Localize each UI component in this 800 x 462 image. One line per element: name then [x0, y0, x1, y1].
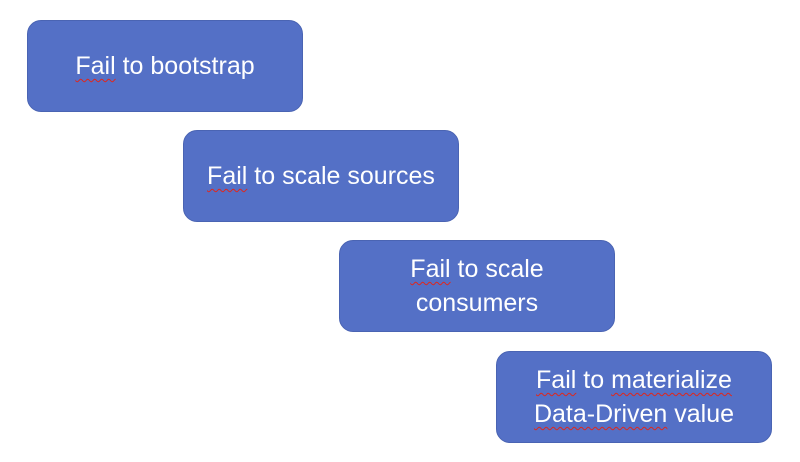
- step-label-line: Fail to scale: [410, 252, 543, 286]
- step-label: Fail to materialize Data-Driven value: [534, 363, 734, 431]
- step-label-line: consumers: [410, 286, 543, 320]
- step-label: Fail to bootstrap: [75, 49, 254, 83]
- step-label: Fail to scale consumers: [410, 252, 543, 320]
- step-text: to scale: [450, 255, 544, 283]
- step-label-line: Data-Driven value: [534, 397, 734, 431]
- spellcheck-word: materialize: [611, 366, 732, 394]
- step-box-materialize-value: Fail to materialize Data-Driven value: [496, 351, 772, 443]
- step-text: value: [667, 400, 735, 428]
- step-label-line: Fail to bootstrap: [75, 49, 254, 83]
- step-text: to: [576, 366, 612, 394]
- step-box-bootstrap: Fail to bootstrap: [27, 20, 303, 112]
- step-text: to bootstrap: [115, 52, 255, 80]
- step-label-line: Fail to scale sources: [207, 159, 435, 193]
- spellcheck-word: Fail: [75, 52, 116, 80]
- step-box-scale-sources: Fail to scale sources: [183, 130, 459, 222]
- step-text: to scale sources: [247, 162, 435, 190]
- step-text: consumers: [415, 289, 539, 317]
- spellcheck-word: Fail: [536, 366, 577, 394]
- spellcheck-word: Fail: [207, 162, 248, 190]
- step-label: Fail to scale sources: [207, 159, 435, 193]
- step-label-line: Fail to materialize: [534, 363, 734, 397]
- spellcheck-word: Data-Driven: [533, 400, 668, 428]
- step-box-scale-consumers: Fail to scale consumers: [339, 240, 615, 332]
- spellcheck-word: Fail: [410, 255, 451, 283]
